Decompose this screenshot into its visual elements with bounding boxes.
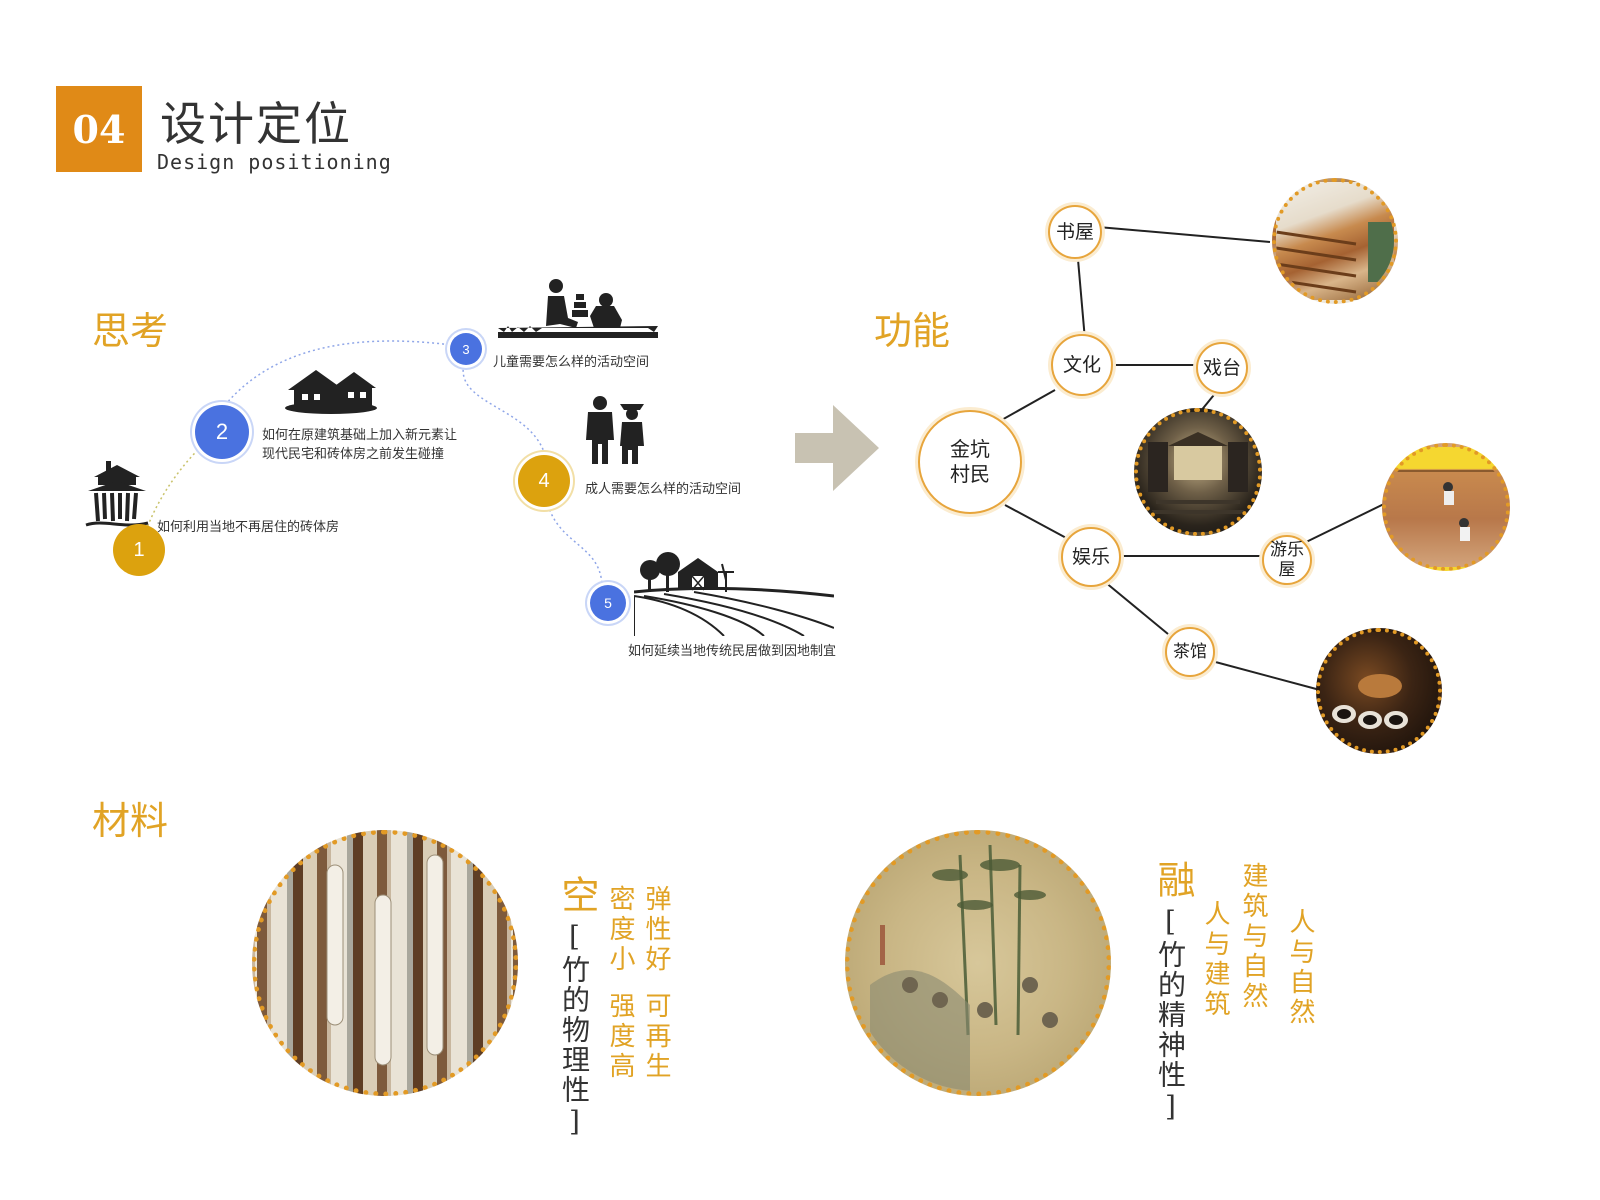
teahouse-photo: [1316, 628, 1442, 754]
stage-photo: [1134, 408, 1262, 536]
page-title: 设计定位: [160, 97, 352, 151]
node-bookhouse: 书屋: [1048, 205, 1102, 259]
right-arrow-icon: [795, 405, 879, 495]
material-right-subtitle: [竹的精神性]: [1154, 905, 1187, 1125]
step-3-caption: 儿童需要怎么样的活动空间: [493, 355, 650, 370]
section-label-material: 材料: [92, 799, 169, 843]
section-label-function: 功能: [874, 309, 951, 353]
step-1-caption: 如何利用当地不再居住的砖体房: [157, 520, 340, 535]
material-left-trait-strength: 强度高: [605, 992, 635, 1082]
bamboo-painting-photo: [845, 830, 1111, 1096]
step-2-caption-line2: 现代民宅和砖体房之前发生碰撞: [262, 447, 445, 462]
node-playhouse-line1: 游乐: [1270, 540, 1304, 560]
node-center-villagers: 金坑 村民: [918, 410, 1022, 514]
material-right-trait-people-nature: 人与自然: [1285, 908, 1315, 1028]
material-left-trait-elasticity: 弹性好: [641, 885, 671, 975]
node-playhouse-line2: 屋: [1278, 560, 1296, 580]
node-culture: 文化: [1051, 334, 1113, 396]
step-2-caption-line1: 如何在原建筑基础上加入新元素让: [262, 428, 458, 443]
step-5-caption: 如何延续当地传统民居做到因地制宜: [628, 644, 837, 659]
function-network-lines: [974, 224, 1389, 691]
village-house-icon: [282, 364, 380, 420]
step-3-circle: 3: [450, 333, 482, 365]
material-left-trait-density: 密度小: [605, 885, 635, 975]
step-5-circle: 5: [590, 585, 626, 621]
material-left-keyword: 空: [555, 875, 599, 913]
node-playhouse: 游乐 屋: [1262, 535, 1312, 585]
thinking-path: [139, 340, 603, 586]
node-teahouse: 茶馆: [1165, 627, 1215, 677]
material-right-trait-people-architecture: 人与建筑: [1200, 900, 1230, 1020]
step-1-circle: 1: [113, 524, 165, 576]
node-entertainment: 娱乐: [1061, 527, 1121, 587]
children-playing-icon: [498, 276, 658, 346]
section-label-thinking: 思考: [92, 309, 169, 353]
step-4-circle: 4: [518, 455, 570, 507]
material-right-keyword: 融: [1151, 860, 1195, 898]
node-center-line2: 村民: [950, 462, 990, 486]
material-right-trait-architecture-nature: 建筑与自然: [1238, 862, 1268, 1012]
step-2-circle: 2: [195, 405, 249, 459]
farmland-barn-icon: [633, 552, 835, 640]
section-number-badge: 04: [56, 86, 142, 172]
step-2-caption: 如何在原建筑基础上加入新元素让 现代民宅和砖体房之前发生碰撞: [262, 426, 457, 464]
playhouse-photo: [1382, 443, 1510, 571]
adults-icon: [582, 394, 652, 472]
step-4-caption: 成人需要怎么样的活动空间: [585, 482, 742, 497]
node-center-line1: 金坑: [950, 437, 990, 461]
bookhouse-photo: [1272, 178, 1398, 304]
bamboo-material-photo: [252, 830, 518, 1096]
material-left-subtitle: [竹的物理性]: [558, 920, 591, 1140]
material-left-trait-renewable: 可再生: [641, 992, 671, 1082]
page-subtitle: Design positioning: [157, 150, 392, 174]
node-stage: 戏台: [1196, 342, 1248, 394]
